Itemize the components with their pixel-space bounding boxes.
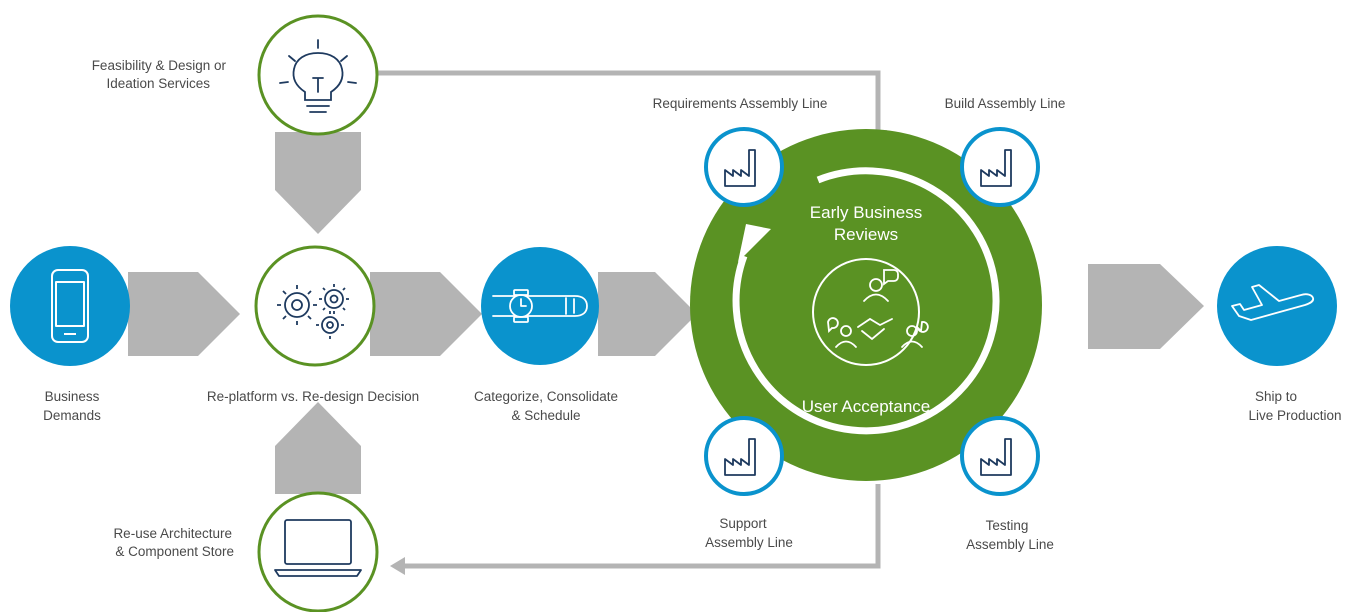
- feasibility-label-line1: Feasibility & Design or: [92, 58, 227, 73]
- collaboration-icon: [827, 269, 929, 348]
- factory-icon: [724, 149, 756, 187]
- node-feasibility: [257, 14, 379, 136]
- node-reuse-architecture: [257, 491, 379, 612]
- cycle-arrowhead: [738, 224, 771, 262]
- early-reviews-label-line1: Early Business: [810, 203, 922, 222]
- flow-arrows: [128, 132, 1204, 494]
- ship-label-line1: Ship to: [1255, 389, 1297, 404]
- connector-feasibility-to-cycle: [363, 70, 881, 132]
- requirements-line-label: Requirements Assembly Line: [653, 96, 828, 111]
- early-reviews-label-line2: Reviews: [834, 225, 898, 244]
- node-categorize: [481, 247, 599, 365]
- reuse-label-line1: Re-use Architecture: [113, 526, 232, 541]
- factory-icon: [980, 149, 1012, 187]
- feasibility-label-line2: Ideation Services: [106, 76, 210, 91]
- node-testing-assembly-line: [960, 416, 1040, 496]
- arrow-categorize-to-cycle: [598, 272, 697, 356]
- node-ship-production: [1217, 246, 1337, 366]
- collaboration-ring: [812, 258, 920, 366]
- user-acceptance-label: User Acceptance: [802, 397, 931, 416]
- factory-icon: [980, 438, 1012, 476]
- arrow-demands-to-decision: [128, 272, 240, 356]
- node-labels: Feasibility & Design or Ideation Service…: [43, 58, 1341, 559]
- replatform-label: Re-platform vs. Re-design Decision: [207, 389, 419, 404]
- arrow-feasibility-to-decision: [275, 132, 361, 234]
- ship-label-line2: Live Production: [1248, 408, 1341, 423]
- support-line-label-line2: Assembly Line: [705, 535, 793, 550]
- node-requirements-assembly-line: [704, 127, 784, 207]
- testing-line-label-line1: Testing: [986, 518, 1029, 533]
- node-support-assembly-line: [704, 416, 784, 496]
- lightbulb-icon: [279, 39, 357, 113]
- testing-line-label-line2: Assembly Line: [966, 537, 1054, 552]
- smartphone-icon: [51, 269, 89, 343]
- support-line-label-line1: Support: [719, 516, 767, 531]
- categorize-label-line1: Categorize, Consolidate: [474, 389, 618, 404]
- arrow-cycle-to-ship: [1088, 264, 1204, 349]
- node-replatform-decision: [254, 245, 376, 367]
- reuse-label-line2: & Component Store: [115, 544, 234, 559]
- business-demands-label-line2: Demands: [43, 408, 101, 423]
- categorize-label-line2: & Schedule: [511, 408, 580, 423]
- laptop-icon: [274, 519, 362, 577]
- connector-arrowhead-left: [390, 557, 405, 575]
- arrow-reuse-to-decision: [275, 402, 361, 494]
- arrow-decision-to-categorize: [370, 272, 482, 356]
- wristwatch-icon: [492, 289, 588, 323]
- node-business-demands: [10, 246, 130, 366]
- factory-icon: [724, 438, 756, 476]
- build-line-label: Build Assembly Line: [945, 96, 1066, 111]
- node-build-assembly-line: [960, 127, 1040, 207]
- cycle-circular-arrow: [732, 167, 1000, 435]
- airplane-icon: [1231, 284, 1315, 321]
- connector-cycle-to-reuse: [402, 484, 881, 569]
- assembly-cycle: Early Business Reviews User Acceptance: [690, 129, 1042, 481]
- gears-icon: [277, 284, 349, 339]
- business-demands-label-line1: Business: [45, 389, 100, 404]
- connector-lines: [363, 70, 881, 569]
